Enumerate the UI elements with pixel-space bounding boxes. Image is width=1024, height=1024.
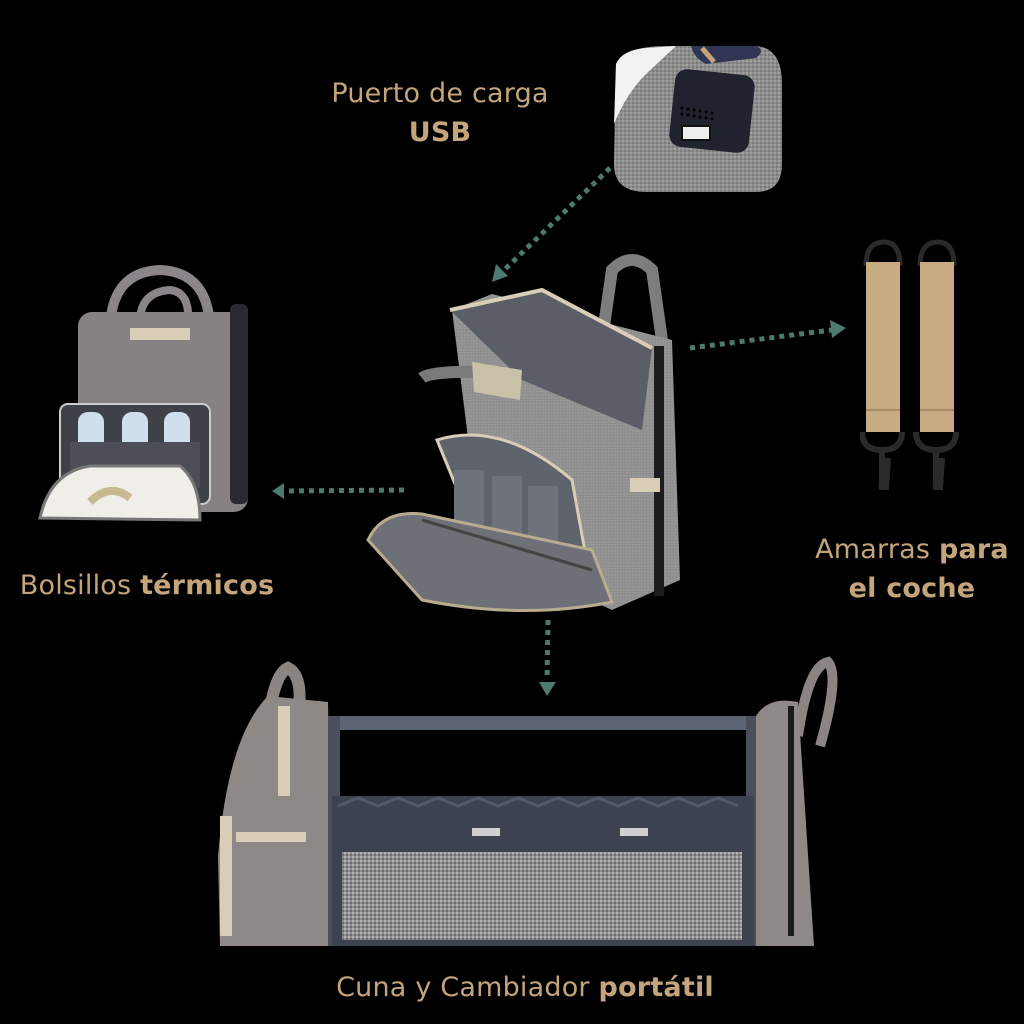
straps-label-line1: Amarras para — [815, 534, 1009, 565]
portable-crib-label: Cuna y Cambiador portátil — [336, 972, 714, 1003]
stroller-straps-icon — [860, 238, 960, 490]
usb-label-line1: Puerto de carga — [331, 78, 549, 109]
arrow-to-straps — [686, 316, 848, 356]
usb-label-line2: USB — [408, 117, 472, 149]
usb-port-closeup-icon — [606, 44, 784, 194]
straps-label-line2: el coche — [848, 573, 976, 605]
usb-feature-label: Puerto de carga USB — [300, 74, 580, 152]
arrow-to-crib — [536, 616, 560, 700]
arrow-to-usb — [486, 162, 616, 288]
backpack-bottles-icon — [30, 262, 270, 532]
open-diaper-backpack-icon — [362, 250, 692, 620]
stroller-straps-label: Amarras para el coche — [800, 530, 1024, 608]
thermal-pockets-label: Bolsillos térmicos — [19, 570, 275, 601]
arrow-to-thermal — [268, 480, 408, 504]
portable-crib-icon — [208, 656, 848, 962]
